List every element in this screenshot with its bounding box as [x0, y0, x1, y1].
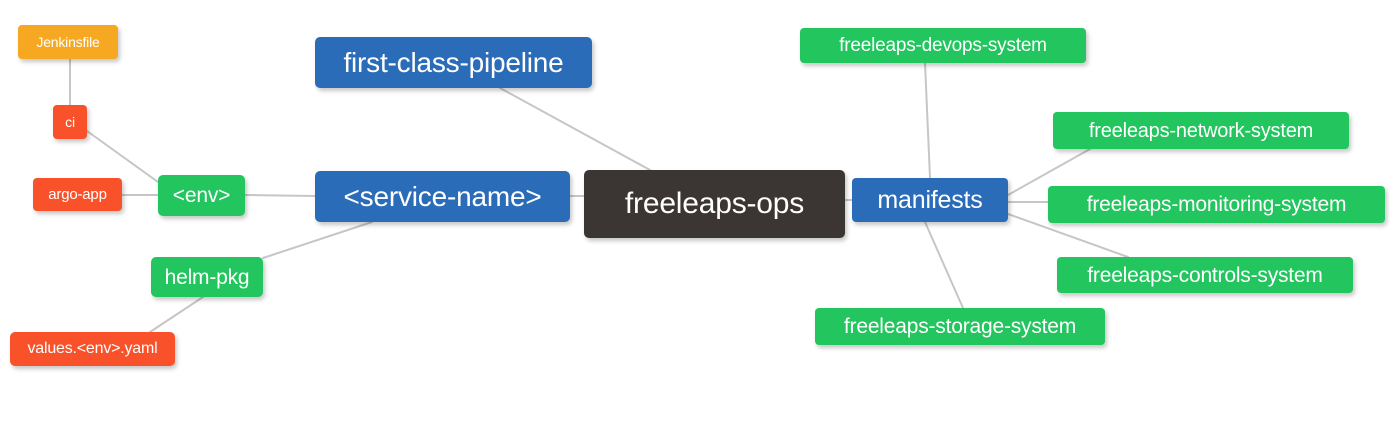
mindmap-node-label: freeleaps-monitoring-system [1086, 193, 1347, 216]
mindmap-node-freeleaps-ops[interactable]: freeleaps-ops [584, 170, 845, 238]
mindmap-node-helm-pkg[interactable]: helm-pkg [151, 257, 263, 297]
mindmap-node-service-name[interactable]: <service-name> [315, 171, 570, 222]
mindmap-node-manifests[interactable]: manifests [852, 178, 1008, 222]
mindmap-node-label: freeleaps-ops [624, 187, 805, 220]
mindmap-node-label: first-class-pipeline [343, 46, 564, 78]
edge-values-yaml-to-helm-pkg [149, 296, 204, 333]
mindmap-node-freeleaps-network-system[interactable]: freeleaps-network-system [1053, 112, 1349, 149]
edge-manifests-to-freeleaps-devops-system [924, 62, 931, 179]
mindmap-node-freeleaps-storage-system[interactable]: freeleaps-storage-system [815, 308, 1105, 345]
mindmap-node-label: Jenkinsfile [36, 34, 100, 50]
mindmap-node-label: manifests [877, 185, 983, 214]
mindmap-node-label: ci [65, 114, 75, 130]
mindmap-node-values-yaml[interactable]: values.<env>.yaml [10, 332, 175, 366]
mindmap-node-label: freeleaps-controls-system [1087, 263, 1323, 287]
mindmap-node-jenkinsfile[interactable]: Jenkinsfile [18, 25, 118, 59]
mindmap-node-env[interactable]: <env> [158, 175, 245, 216]
mindmap-node-label: <service-name> [343, 180, 542, 212]
mindmap-node-label: argo-app [48, 186, 107, 203]
mindmap-node-label: freeleaps-storage-system [843, 315, 1077, 338]
edge-manifests-to-freeleaps-storage-system [924, 221, 964, 309]
mindmap-node-freeleaps-devops-system[interactable]: freeleaps-devops-system [800, 28, 1086, 63]
mindmap-node-first-class-pipeline[interactable]: first-class-pipeline [315, 37, 592, 88]
edge-env-to-service-name [244, 194, 316, 197]
mindmap-node-label: helm-pkg [164, 265, 250, 289]
mindmap-node-ci[interactable]: ci [53, 105, 87, 139]
edge-first-class-pipeline-to-freeleaps-ops [499, 87, 651, 171]
mindmap-node-freeleaps-monitoring-system[interactable]: freeleaps-monitoring-system [1048, 186, 1385, 223]
mindmap-node-argo-app[interactable]: argo-app [33, 178, 122, 211]
edge-helm-pkg-to-service-name [262, 221, 373, 259]
edge-ci-to-env [86, 130, 159, 183]
mindmap-node-freeleaps-controls-system[interactable]: freeleaps-controls-system [1057, 257, 1353, 293]
mindmap-node-label: <env> [172, 184, 231, 207]
mindmap-node-label: values.<env>.yaml [27, 340, 158, 357]
mindmap-node-label: freeleaps-network-system [1088, 119, 1314, 142]
mindmap-node-label: freeleaps-devops-system [839, 35, 1047, 56]
